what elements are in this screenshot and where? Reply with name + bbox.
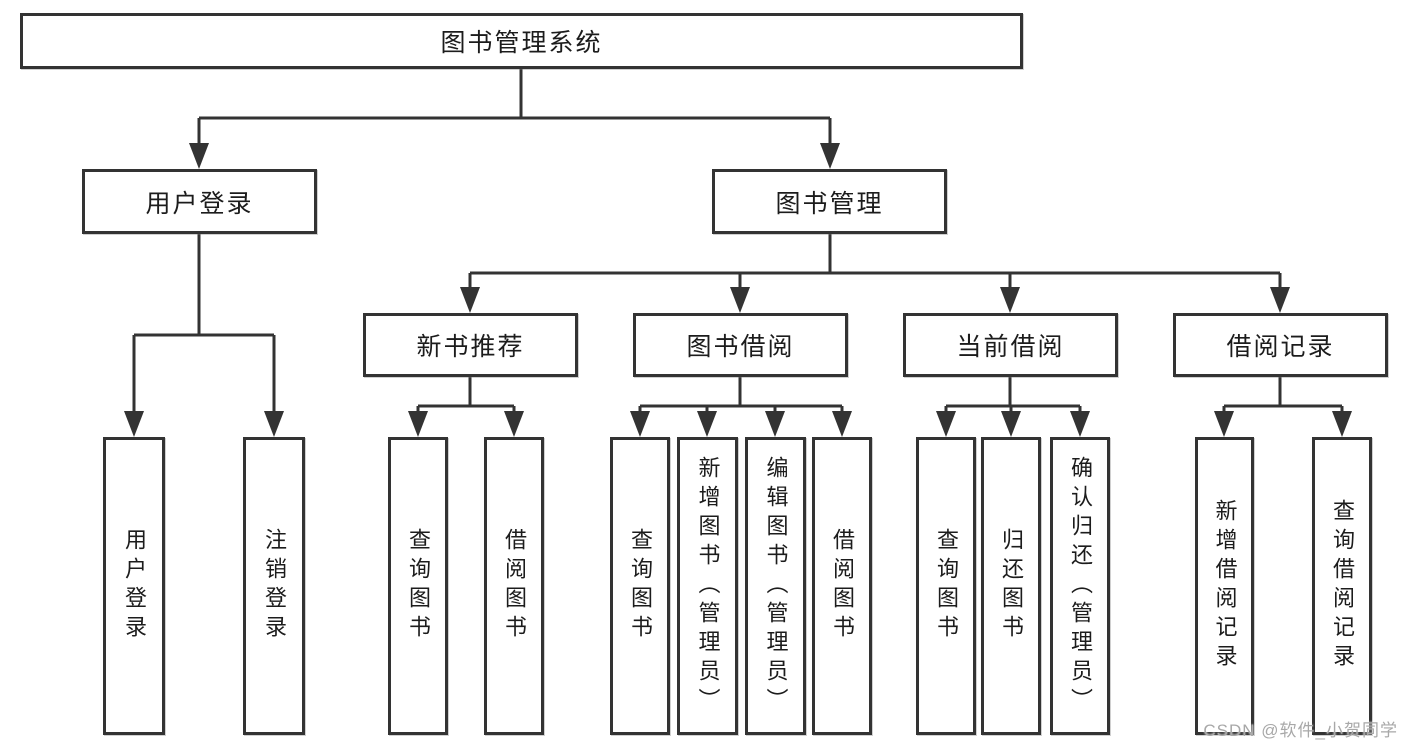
- node-borrowing-records: 借阅记录: [1173, 313, 1388, 377]
- leaf-logout: 注销登录: [243, 437, 305, 735]
- leaf-label: 新增图书（管理员）: [695, 455, 721, 717]
- leaf-label: 查询图书: [628, 528, 653, 644]
- leaf-edit-book-admin: 编辑图书（管理员）: [745, 437, 806, 735]
- leaf-add-borrow-record: 新增借阅记录: [1195, 437, 1254, 735]
- arrowheads: [124, 143, 1352, 437]
- leaf-query-books-current: 查询图书: [916, 437, 976, 735]
- node-label: 图书管理系统: [440, 29, 603, 57]
- node-label: 借阅记录: [1226, 333, 1335, 361]
- node-user-login: 用户登录: [82, 169, 317, 234]
- node-label: 当前借阅: [956, 333, 1065, 361]
- leaf-confirm-return-admin: 确认归还（管理员）: [1050, 437, 1110, 735]
- leaf-label: 借阅图书: [502, 528, 527, 644]
- leaf-add-book-admin: 新增图书（管理员）: [677, 437, 738, 735]
- node-label: 用户登录: [145, 189, 254, 218]
- leaf-label: 用户登录: [122, 528, 147, 644]
- leaf-label: 查询图书: [406, 528, 431, 644]
- node-label: 新书推荐: [416, 333, 525, 361]
- leaf-query-books-borrow: 查询图书: [610, 437, 670, 735]
- node-book-management: 图书管理: [712, 169, 947, 234]
- leaf-label: 编辑图书（管理员）: [763, 455, 789, 717]
- leaf-query-books-recommend: 查询图书: [388, 437, 448, 735]
- node-label: 图书借阅: [686, 333, 795, 361]
- csdn-watermark: CSDN @软件_小贺同学: [1203, 721, 1398, 740]
- leaf-return-books: 归还图书: [981, 437, 1041, 735]
- leaf-label: 注销登录: [262, 528, 287, 644]
- leaf-label: 新增借阅记录: [1212, 499, 1238, 673]
- leaf-borrow-books: 借阅图书: [812, 437, 872, 735]
- leaf-label: 查询图书: [934, 528, 959, 644]
- node-book-borrowing: 图书借阅: [633, 313, 848, 377]
- node-new-book-recommendation: 新书推荐: [363, 313, 578, 377]
- leaf-label: 查询借阅记录: [1330, 499, 1355, 673]
- leaf-label: 确认归还（管理员）: [1068, 455, 1093, 717]
- node-label: 图书管理: [775, 189, 884, 218]
- leaf-label: 借阅图书: [830, 528, 855, 644]
- node-current-borrowing: 当前借阅: [903, 313, 1118, 377]
- leaf-query-borrow-record: 查询借阅记录: [1312, 437, 1372, 735]
- leaf-user-login: 用户登录: [103, 437, 165, 735]
- node-book-management-system: 图书管理系统: [20, 13, 1023, 69]
- leaf-label: 归还图书: [999, 528, 1024, 644]
- leaf-borrow-books-recommend: 借阅图书: [484, 437, 544, 735]
